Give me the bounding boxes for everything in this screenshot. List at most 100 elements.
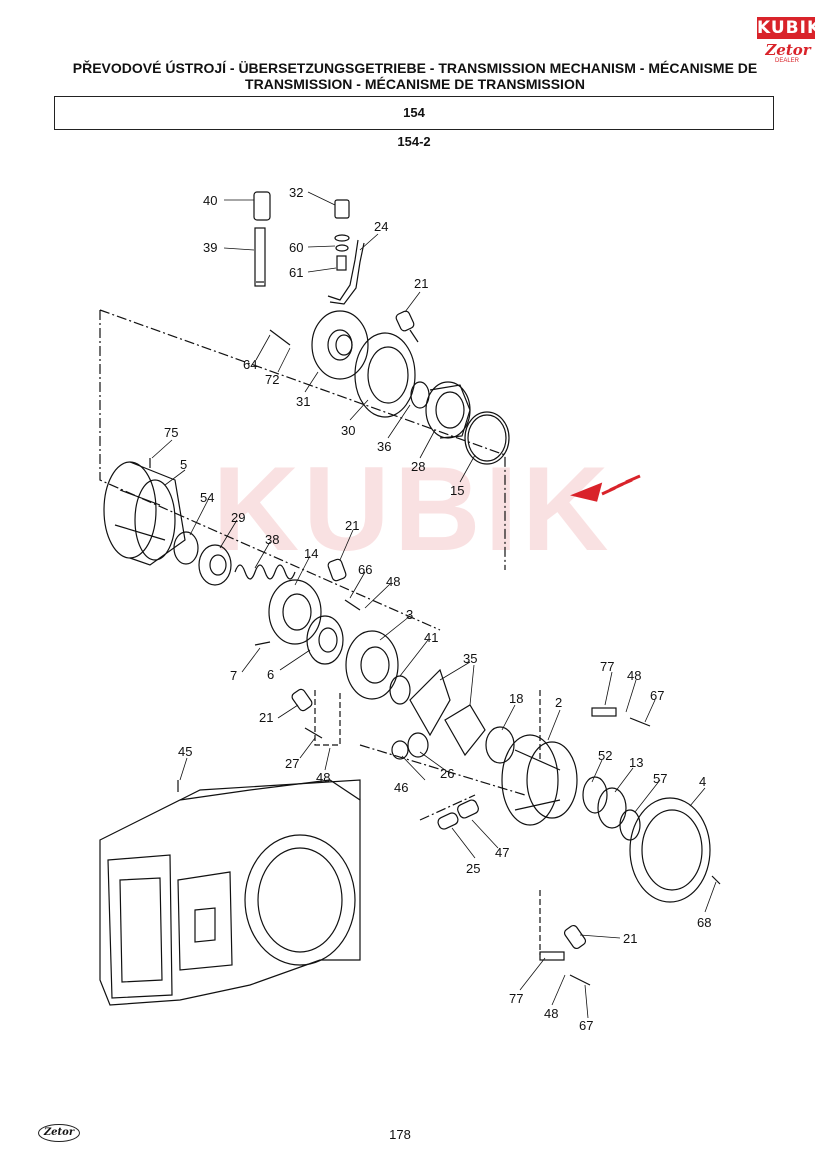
callout-13: 13: [629, 755, 643, 770]
sub-section-code: 154-2: [397, 134, 431, 149]
page-number: 178: [389, 1127, 411, 1142]
ring-part-54: [173, 531, 199, 565]
callout-29: 29: [231, 510, 245, 525]
transmission-case-part: [99, 779, 361, 1006]
small-gear-part: [407, 732, 429, 758]
bushing-part-25: [437, 812, 459, 830]
direction-arrow: [570, 474, 641, 502]
bolt-parts: [149, 329, 721, 986]
callout-47: 47: [495, 845, 509, 860]
callout-6: 6: [267, 667, 274, 682]
callout-15: 15: [450, 483, 464, 498]
callout-14: 14: [304, 546, 318, 561]
shim-part: [389, 675, 411, 705]
bearing-cover-part: [311, 310, 369, 380]
callout-31: 31: [296, 394, 310, 409]
large-ring-part: [464, 411, 510, 465]
bearing-part-14: [268, 579, 322, 645]
brand-name: KUBIK: [757, 17, 822, 39]
callout-28: 28: [411, 459, 425, 474]
callout-30: 30: [341, 423, 355, 438]
flange-part: [345, 630, 399, 700]
callout-48-low: 48: [316, 770, 330, 785]
footer-logo: Zetor: [38, 1124, 80, 1142]
callout-21-mid: 21: [345, 518, 359, 533]
callout-60: 60: [289, 240, 303, 255]
shaft-part: [253, 191, 271, 287]
callout-61: 61: [289, 265, 303, 280]
callout-18: 18: [509, 691, 523, 706]
page-title: PŘEVODOVÉ ÚSTROJÍ - ÜBERSETZUNGSGETRIEBE…: [72, 60, 758, 92]
callout-3: 3: [406, 607, 413, 622]
callout-36: 36: [377, 439, 391, 454]
sensor-part-mid: [327, 558, 347, 582]
callout-45: 45: [178, 744, 192, 759]
washer-part: [391, 740, 409, 760]
callout-40: 40: [203, 193, 217, 208]
callout-41: 41: [424, 630, 438, 645]
callout-75: 75: [164, 425, 178, 440]
callout-72: 72: [265, 372, 279, 387]
callout-35: 35: [463, 651, 477, 666]
gasket-part: [354, 332, 416, 418]
callout-57: 57: [653, 771, 667, 786]
bearing-part-13: [597, 787, 627, 829]
callout-67-top: 67: [650, 688, 664, 703]
callout-2: 2: [555, 695, 562, 710]
callout-7: 7: [230, 668, 237, 683]
callout-48-top: 48: [386, 574, 400, 589]
brand-sub: Zetor: [765, 41, 811, 59]
assembly-boundary: [99, 309, 506, 631]
bearing-part-28: [425, 381, 471, 439]
housing-part-5: [103, 461, 186, 566]
callout-77-top: 77: [600, 659, 614, 674]
brand-tag: DEALER: [775, 58, 800, 64]
callout-38: 38: [265, 532, 279, 547]
bevel-gear-part: [409, 668, 486, 757]
bracket-part-top: [591, 707, 617, 717]
bracket-part-bottom: [539, 951, 565, 961]
callout-64: 64: [243, 357, 257, 372]
axis-line: [359, 744, 526, 796]
sensor-part-bottom: [563, 924, 587, 950]
differential-housing-part: [501, 734, 578, 826]
callout-46: 46: [394, 780, 408, 795]
sensor-part-low: [291, 688, 313, 712]
callout-66: 66: [358, 562, 372, 577]
brand-logo: KUBIK Zetor DEALER: [755, 15, 822, 65]
section-code: 154: [403, 105, 425, 120]
axis-line-lower: [419, 794, 476, 821]
spring-part: [234, 564, 296, 580]
callout-26: 26: [440, 766, 454, 781]
callout-21-top: 21: [414, 276, 428, 291]
callout-39: 39: [203, 240, 217, 255]
ring-part-52: [582, 776, 608, 814]
ring-part-18: [485, 726, 515, 764]
watermark: KUBIK: [190, 400, 635, 600]
sensor-part-top: [395, 310, 419, 343]
callout-32: 32: [289, 185, 303, 200]
callout-54: 54: [200, 490, 214, 505]
part-callouts: 40 39 32 60 61 24 21 64 72 31 30 36 28 1…: [164, 185, 711, 1033]
callout-48-bottom: 48: [544, 1006, 558, 1021]
callout-21-bottom: 21: [623, 931, 637, 946]
leader-lines: [151, 191, 717, 1019]
coupling-part: [198, 544, 232, 586]
callout-5: 5: [180, 457, 187, 472]
callout-48-right: 48: [627, 668, 641, 683]
pipe-fitting-part: [327, 199, 365, 305]
section-box: 154: [54, 96, 774, 130]
callout-77-bottom: 77: [509, 991, 523, 1006]
callout-52: 52: [598, 748, 612, 763]
callout-27: 27: [285, 756, 299, 771]
collar-part: [306, 615, 344, 665]
callout-25: 25: [466, 861, 480, 876]
callout-21-low: 21: [259, 710, 273, 725]
ring-part-57: [619, 809, 641, 841]
callout-68: 68: [697, 915, 711, 930]
callout-67-bottom: 67: [579, 1018, 593, 1033]
watermark-text: KUBIK: [212, 442, 613, 576]
callout-4: 4: [699, 774, 706, 789]
end-flange-part: [629, 797, 711, 903]
